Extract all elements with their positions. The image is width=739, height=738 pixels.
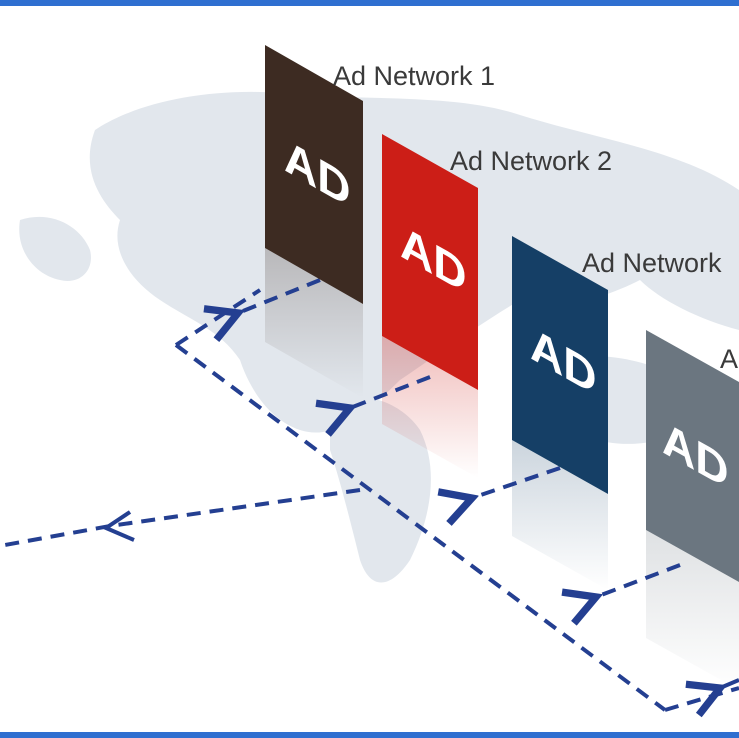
arrow-network-2 — [350, 375, 431, 408]
arrow-network-4 — [596, 563, 681, 597]
world-map-background — [19, 91, 739, 583]
bottom-return-path — [664, 686, 739, 712]
arrow-bottom — [720, 678, 739, 688]
exit-arrowhead — [101, 510, 135, 542]
label-ad-network-1: Ad Network 1 — [333, 61, 495, 91]
frame-top-bar — [0, 0, 739, 6]
frame-bottom-bar — [0, 732, 739, 738]
ad-panel-2: AD — [382, 134, 478, 390]
exit-arrow-path — [4, 488, 361, 547]
arrows — [110, 278, 739, 688]
label-ad-network-2: Ad Network 2 — [450, 146, 612, 176]
arrow-network-1 — [238, 278, 321, 313]
label-ad-network-3: Ad Network — [582, 248, 722, 278]
label-ad-network-4: A — [720, 344, 738, 374]
ad-panel-1: AD — [265, 45, 363, 304]
ad-panel-3: AD — [512, 236, 608, 494]
ad-panel-4: AD — [646, 330, 739, 582]
arrow-network-3 — [472, 466, 561, 498]
main-diagonal-path — [174, 343, 667, 712]
